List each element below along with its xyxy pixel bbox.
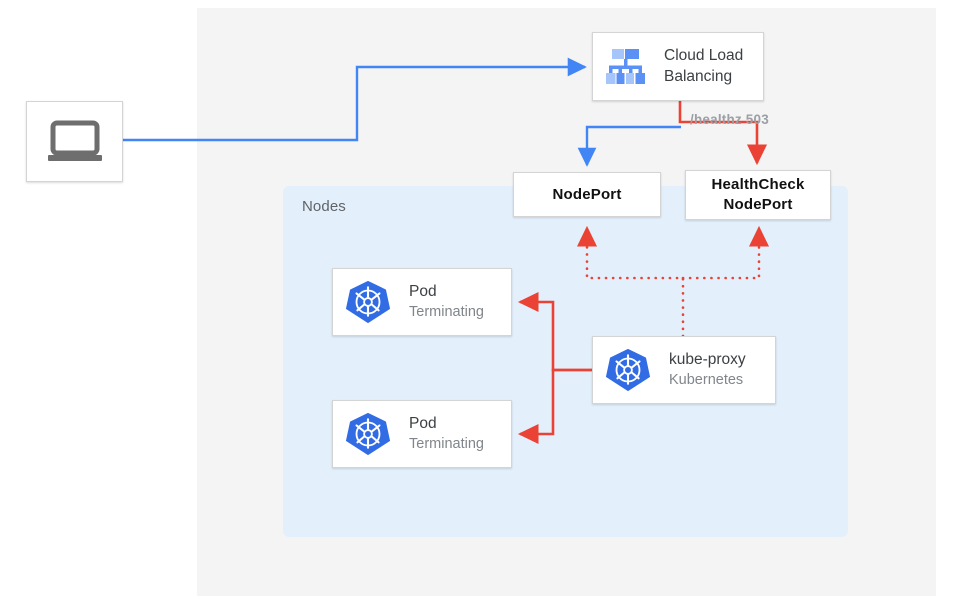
kube-proxy-subtitle: Kubernetes — [669, 371, 744, 388]
laptop-icon — [46, 120, 104, 164]
kubernetes-icon — [345, 279, 391, 325]
kube-proxy-title: kube-proxy — [669, 350, 746, 368]
kube-proxy-node[interactable]: kube-proxy Kubernetes — [592, 336, 776, 404]
nodes-region-label: Nodes — [302, 198, 346, 215]
cloud-load-balancing-text: Cloud Load Balancing — [664, 46, 743, 88]
clb-title-line2: Balancing — [664, 67, 733, 85]
pod-node-2[interactable]: Pod Terminating — [332, 400, 512, 468]
kube-proxy-text: kube-proxy Kubernetes — [669, 350, 746, 390]
pod-1-title: Pod — [409, 282, 437, 300]
pod-node-1[interactable]: Pod Terminating — [332, 268, 512, 336]
cloud-load-balancing-icon — [604, 47, 648, 87]
healthz-edge-label: /healthz 503 — [690, 112, 769, 127]
client-node[interactable] — [26, 101, 123, 182]
pod-2-subtitle: Terminating — [409, 435, 484, 452]
healthcheck-nodeport-node[interactable]: HealthCheck NodePort — [685, 170, 831, 220]
nodeport-node[interactable]: NodePort — [513, 172, 661, 217]
nodeport-label: NodePort — [552, 185, 622, 203]
pod-2-text: Pod Terminating — [409, 414, 484, 454]
pod-2-title: Pod — [409, 414, 437, 432]
healthcheck-nodeport-label-line1: HealthCheck — [711, 176, 805, 194]
kubernetes-icon — [345, 411, 391, 457]
pod-1-subtitle: Terminating — [409, 303, 484, 320]
healthcheck-nodeport-label-line2: NodePort — [723, 196, 793, 213]
cloud-load-balancing-node[interactable]: Cloud Load Balancing — [592, 32, 764, 101]
kubernetes-icon — [605, 347, 651, 393]
healthcheck-nodeport-text: HealthCheck NodePort — [711, 175, 804, 215]
clb-title-line1: Cloud Load — [664, 46, 744, 64]
pod-1-text: Pod Terminating — [409, 282, 484, 322]
